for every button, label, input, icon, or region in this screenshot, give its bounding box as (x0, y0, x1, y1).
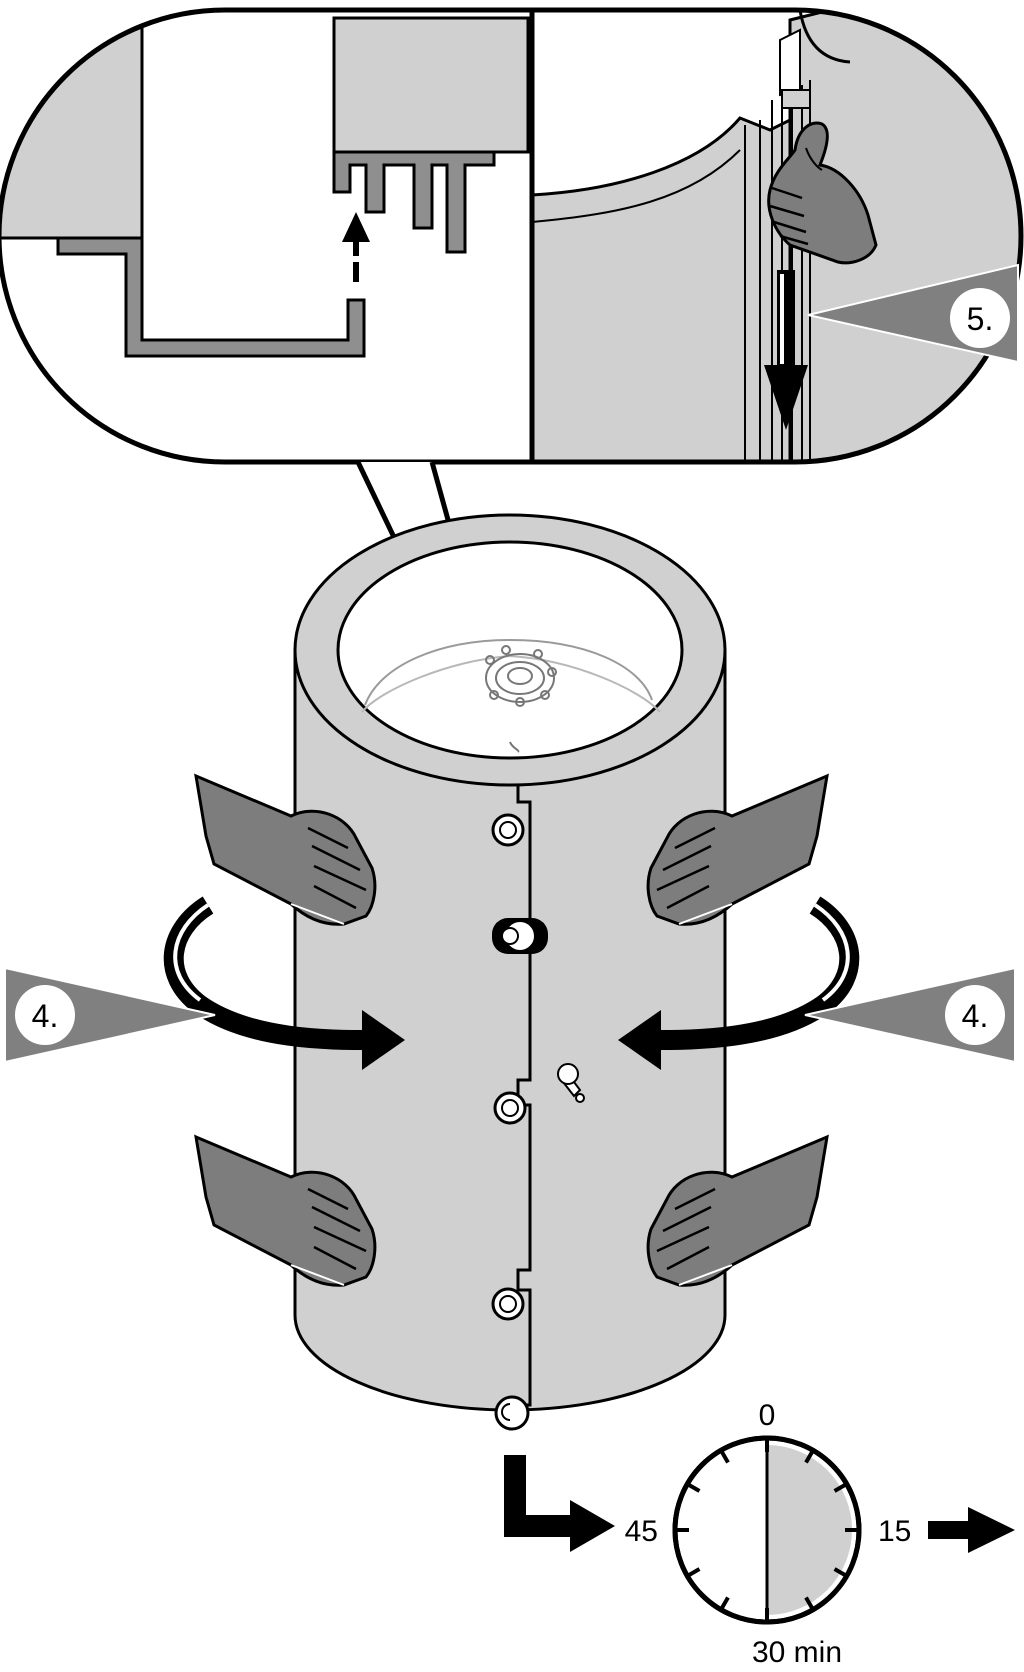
timer-label-top: 0 (759, 1399, 776, 1432)
arrow-up-icon (342, 212, 370, 282)
timer-elapsed-fill (767, 1445, 852, 1615)
seam-fitting (494, 1395, 530, 1431)
step-4-label-right: 4. (962, 998, 989, 1034)
seam-fitting (493, 1091, 527, 1125)
channel-profile (56, 236, 366, 358)
timer-label-bottom: 30 min (752, 1636, 842, 1669)
step-4-callout-left: 4. (4, 966, 216, 1064)
timer-icon (672, 1435, 862, 1625)
inner-tank-dome (364, 638, 653, 706)
jacket-seam (516, 785, 532, 1407)
timer-label-right: 15 (878, 1515, 911, 1548)
seam-fitting (492, 918, 548, 954)
step-4-callout-right: 4. (804, 966, 1016, 1064)
timer-label-left: 45 (625, 1515, 658, 1548)
sensor-pin (557, 1063, 585, 1103)
rail-profile (332, 150, 496, 254)
water-tank (293, 513, 727, 1431)
arrow-down-icon (764, 270, 808, 430)
rotate-arrow-icon (618, 896, 860, 1070)
detail-left-panel (0, 10, 532, 462)
elbow-arrow-icon (504, 1455, 615, 1552)
step-4-label-left: 4. (32, 998, 59, 1034)
rotate-arrow-icon (163, 896, 405, 1070)
step-5-callout: 5. (807, 263, 1019, 364)
tank-flange (485, 645, 557, 753)
thumb-press-icon (767, 121, 878, 265)
seam-fitting (491, 813, 525, 847)
seam-fitting (491, 1287, 525, 1321)
step-5-label: 5. (967, 301, 994, 337)
detail-right-panel (532, 10, 1021, 462)
arrow-right-icon (928, 1507, 1015, 1553)
